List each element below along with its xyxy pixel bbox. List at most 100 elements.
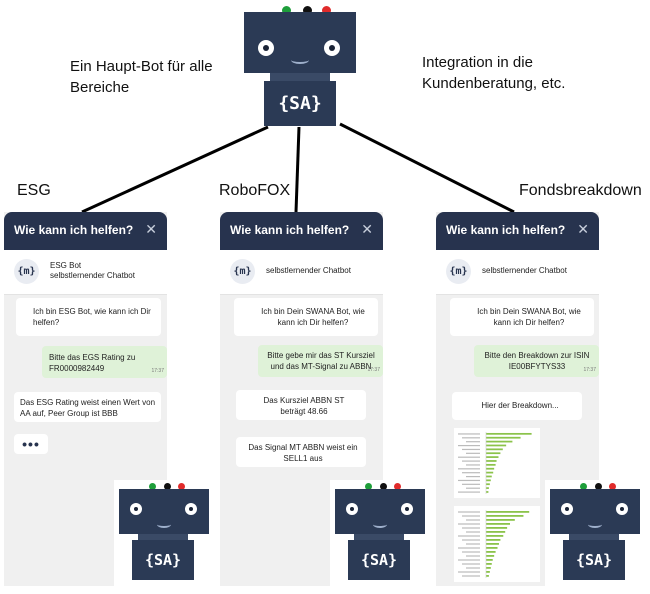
mini-chart-label (466, 531, 480, 533)
close-icon[interactable]: ✕ (577, 221, 589, 237)
caption-integration: Integration in die Kundenberatung, etc. (422, 54, 566, 92)
user-message-time: 17:37 (151, 368, 164, 374)
mini-chart-bar (486, 483, 490, 486)
mini-chart-label (462, 515, 480, 517)
led-black-icon (303, 6, 312, 15)
mini-chart-bar (486, 479, 491, 482)
mini-chart-label (466, 464, 480, 466)
mini-chart-bar (486, 440, 513, 443)
mini-chart-bar (486, 515, 524, 517)
mini-chart-label (462, 551, 480, 553)
mini-chart-bar (486, 436, 521, 439)
chat-subheader: {m} ESG Bot selbstlernender Chatbot (4, 250, 167, 295)
bot-message-text: Das Kursziel ABBN ST beträgt 48.66 (263, 396, 345, 416)
bot-message: Das ESG Rating weist einen Wert von AA a… (14, 392, 161, 422)
mini-chart-bar (486, 432, 532, 435)
robot-neck (270, 73, 330, 81)
chat-title: Wie kann ich helfen? (446, 223, 566, 237)
bot-message: Das Signal MT ABBN weist ein SELL1 aus (236, 437, 366, 467)
mini-chart-label (458, 571, 480, 573)
bot-message-text: Das Signal MT ABBN weist ein SELL1 aus (248, 443, 358, 463)
mini-chart-bar (486, 487, 489, 489)
bot-message-text: Das ESG Rating weist einen Wert von AA a… (20, 398, 156, 418)
label-esg: ESG (17, 182, 51, 199)
left-eye-icon (346, 503, 358, 515)
led-black-icon (380, 483, 387, 490)
mini-chart-bar (486, 567, 491, 569)
bot-message: Das Kursziel ABBN ST beträgt 48.66 (236, 390, 366, 420)
mini-chart-bar (486, 471, 494, 474)
mini-chart-bar (486, 535, 504, 537)
robot-neck (138, 534, 188, 540)
mini-chart-bar (486, 452, 501, 455)
mini-chart-label (458, 491, 480, 493)
mini-chart-bar (486, 460, 497, 462)
chat-subheader: {m} selbstlernender Chatbot (436, 250, 599, 295)
mouth-icon (588, 521, 602, 528)
user-message: Bitte den Breakdown zur ISIN IE00BFYTYS3… (474, 345, 599, 377)
robot-esg: {SA} (114, 480, 212, 586)
connector-line-esg (81, 125, 269, 214)
mini-chart-bar (486, 531, 506, 533)
mini-chart-label (466, 543, 480, 545)
mini-chart-label (458, 444, 480, 447)
left-eye-icon (561, 503, 573, 515)
led-black-icon (595, 483, 602, 490)
robot-head (119, 489, 209, 534)
left-eye-icon (258, 40, 274, 56)
mini-chart-bar (486, 563, 492, 565)
caption-main-bot: Ein Haupt-Bot für alle Bereiche (70, 58, 213, 96)
main-robot: {SA} (244, 6, 356, 126)
left-eye-icon (130, 503, 142, 515)
close-icon[interactable]: ✕ (145, 221, 157, 237)
chat-header: Wie kann ich helfen? ✕ (4, 212, 167, 250)
mini-chart-label (462, 437, 480, 439)
mini-chart-bar (486, 511, 530, 513)
mini-chart-label (466, 452, 480, 454)
robot-badge: {SA} (563, 540, 625, 580)
mini-chart-bar (486, 543, 499, 545)
mouth-icon (373, 521, 387, 528)
chat-window-esg: Wie kann ich helfen? ✕ {m} ESG Bot selbs… (4, 212, 167, 586)
led-red-icon (178, 483, 185, 490)
typing-indicator: ••• (14, 434, 48, 454)
mini-chart-label (458, 535, 480, 537)
mini-chart-label (466, 475, 480, 478)
connector-line-fonds (339, 122, 515, 214)
user-message: Bitte gebe mir das ST Kursziel und das M… (258, 345, 383, 377)
bot-message-text: Ich bin ESG Bot, wie kann ich Dir helfen… (33, 307, 151, 327)
robot-head (550, 489, 640, 534)
label-robofox: RoboFOX (219, 182, 291, 199)
robot-head (244, 12, 356, 73)
mini-chart-label (462, 575, 480, 577)
mini-chart-label (462, 448, 480, 451)
mini-chart-bar (486, 448, 503, 451)
robot-badge: {SA} (348, 540, 410, 580)
mini-chart-bar (486, 475, 492, 478)
bot-message-text: Ich bin Dein SWANA Bot, wie kann ich Dir… (261, 307, 365, 327)
user-message: Bitte das EGS Rating zu FR0000982449 17:… (42, 346, 167, 378)
mini-chart-label (458, 468, 480, 470)
mini-chart-label (458, 511, 480, 513)
bot-name: selbstlernender Chatbot (482, 266, 567, 275)
bot-message: Ich bin Dein SWANA Bot, wie kann ich Dir… (234, 298, 378, 336)
right-eye-icon (616, 503, 628, 515)
mini-chart-label (466, 555, 480, 557)
user-message-text: Bitte den Breakdown zur ISIN IE00BFYTYS3… (484, 351, 590, 371)
mini-chart-label (458, 523, 480, 525)
connector-line-robofox (294, 126, 301, 213)
bot-message: Ich bin ESG Bot, wie kann ich Dir helfen… (16, 298, 161, 336)
mini-chart-label (462, 539, 480, 541)
avatar: {m} (230, 259, 255, 284)
mini-chart-label (462, 527, 480, 529)
led-green-icon (365, 483, 372, 490)
close-icon[interactable]: ✕ (361, 221, 373, 237)
mini-chart-label (466, 487, 480, 489)
mini-chart-bar (486, 547, 498, 549)
mini-chart-label (462, 483, 480, 485)
mini-chart-bar (486, 463, 496, 466)
bot-name-line1: ESG Bot (50, 261, 82, 270)
mini-chart-bar (486, 571, 490, 573)
chat-title: Wie kann ich helfen? (14, 223, 134, 237)
mini-chart-label (466, 567, 480, 569)
